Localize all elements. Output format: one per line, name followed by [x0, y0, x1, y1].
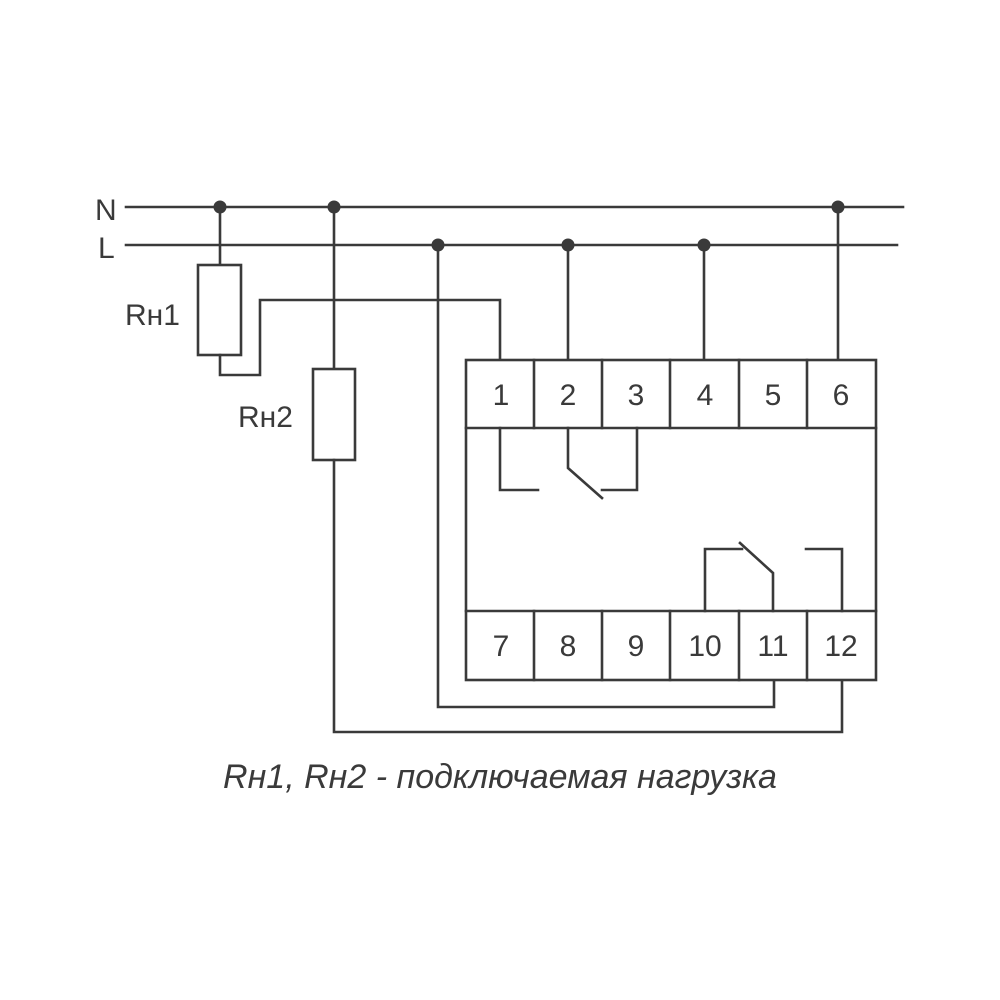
neutral-label: N: [95, 194, 117, 227]
rn1-return-wire: [218, 298, 502, 377]
terminal-12: 12: [824, 630, 857, 663]
rn1-resistor: [196, 263, 243, 357]
live-to-t11-wire: [436, 243, 776, 709]
contact-12-fixed: [804, 547, 844, 613]
rn2-return-wire: [332, 458, 844, 734]
live-label: L: [98, 232, 115, 265]
terminal-1: 1: [493, 379, 510, 412]
rn2-resistor: [311, 367, 357, 462]
terminal-4: 4: [697, 379, 714, 412]
contact-3-fixed: [600, 426, 639, 492]
terminal-2: 2: [560, 379, 577, 412]
terminal-10: 10: [688, 630, 721, 663]
terminal-8: 8: [560, 630, 577, 663]
contact-10-fixed: [703, 547, 744, 613]
terminal-6: 6: [833, 379, 850, 412]
rn2-label: Rн2: [238, 401, 293, 434]
legend-caption: Rн1, Rн2 - подключаемая нагрузка: [223, 758, 777, 796]
rn1-label: Rн1: [125, 299, 180, 332]
contact-2-movable: [566, 426, 604, 500]
terminal-5: 5: [765, 379, 782, 412]
terminal-9: 9: [628, 630, 645, 663]
contact-11-movable: [738, 541, 775, 613]
terminal-11: 11: [757, 630, 788, 663]
terminal-3: 3: [628, 379, 645, 412]
terminal-7: 7: [493, 630, 510, 663]
contact-1-fixed: [498, 426, 540, 492]
